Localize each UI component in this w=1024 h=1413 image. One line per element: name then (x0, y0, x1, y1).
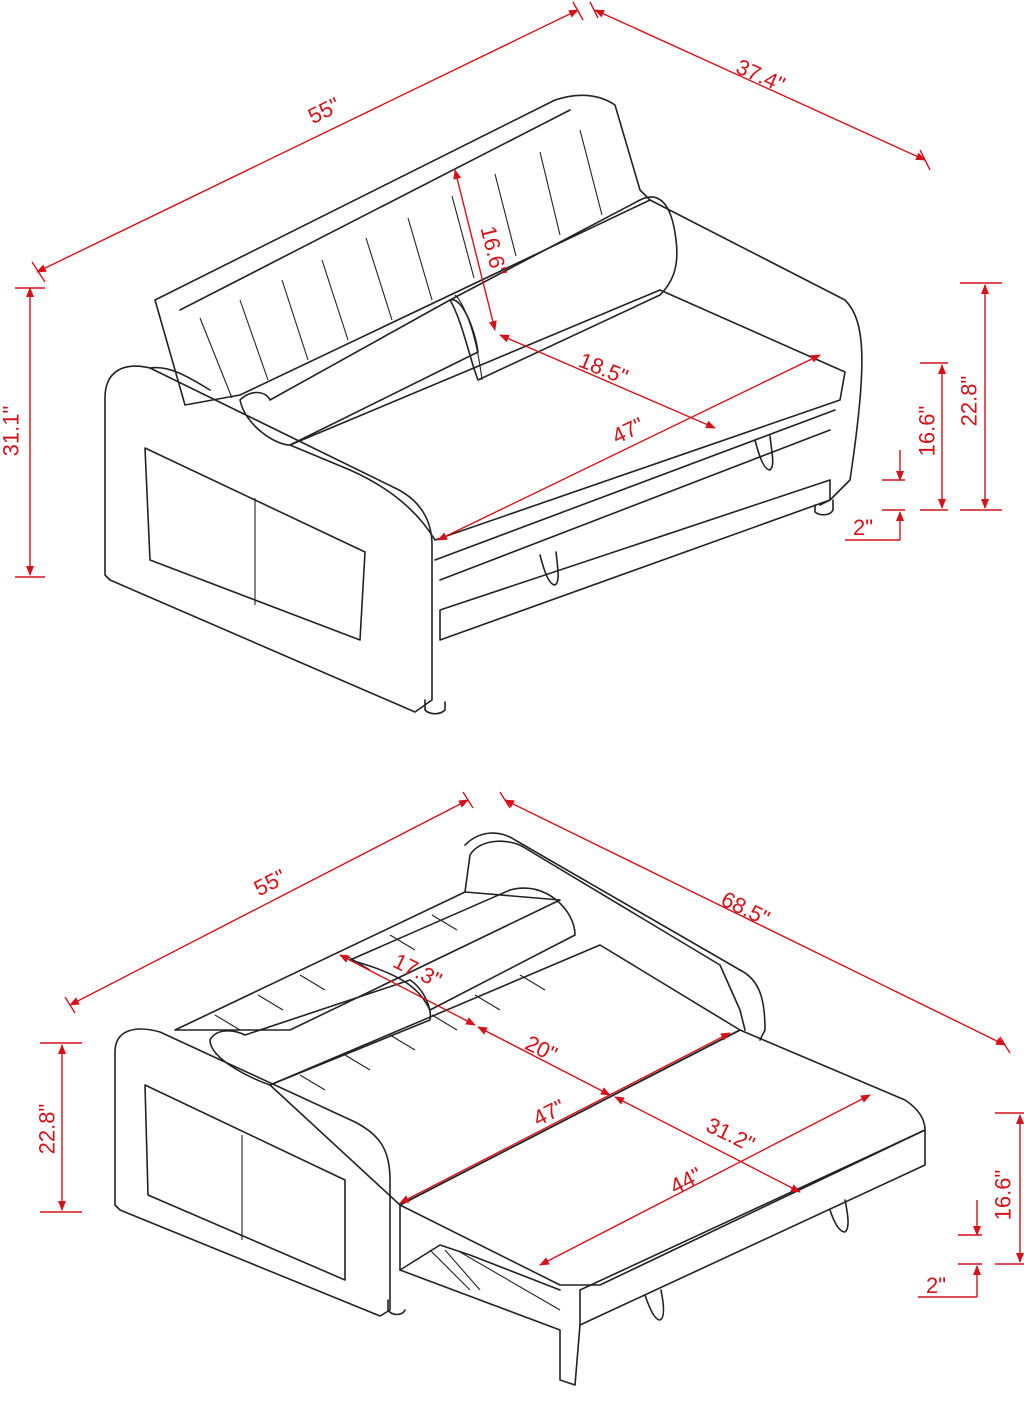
bed-backrest (174, 891, 561, 1031)
bed-height-label: 16.6" (990, 1169, 1016, 1221)
bolster-right (449, 196, 678, 381)
sofa-dimensions (15, 1, 1002, 578)
sofa-leg-height-label: 2" (853, 515, 874, 540)
sofa-total-height-label: 31.1" (0, 405, 24, 457)
bed-back-arm (464, 840, 746, 1031)
bed-leg-height-label: 2" (926, 1273, 947, 1298)
sofa-seat-height-label: 16.6" (914, 405, 940, 457)
bed-arm-pocket (144, 1084, 346, 1281)
bed-dimensions (40, 791, 1024, 1298)
bed-bolster-right (349, 887, 576, 1011)
bed-arm-height-label: 22.8" (34, 1103, 60, 1155)
bed-pullout-front (579, 1129, 926, 1326)
bed-handle-front (644, 1289, 665, 1321)
seat (289, 289, 846, 541)
backrest-channels (199, 129, 603, 399)
pullout-front (439, 479, 831, 641)
bolster-left (239, 299, 479, 446)
left-arm (104, 365, 433, 713)
bed-bolster-left (209, 979, 432, 1086)
left-arm-pocket (144, 447, 366, 641)
handle-front (539, 551, 559, 586)
bed-slats (214, 914, 546, 1091)
backrest (154, 94, 651, 406)
bed-seat (269, 944, 741, 1206)
sofa-view (104, 94, 863, 715)
bed-left-arm (114, 1028, 391, 1317)
bed-view (114, 832, 926, 1386)
sofa-arm-height-label: 22.8" (956, 375, 982, 427)
